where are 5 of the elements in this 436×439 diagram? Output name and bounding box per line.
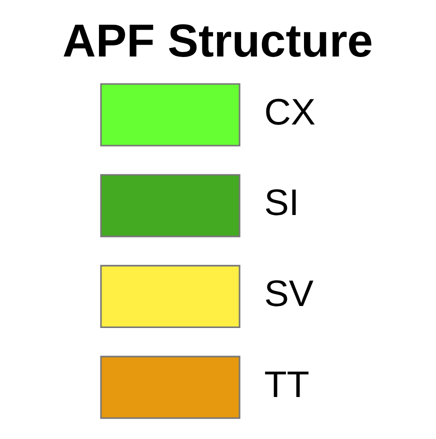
legend-label: SI [264,182,300,224]
legend-label: CX [264,91,316,132]
diagram-title: APF Structure [62,14,374,66]
legend-label: TT [264,364,310,405]
legend-label: SV [264,273,314,314]
